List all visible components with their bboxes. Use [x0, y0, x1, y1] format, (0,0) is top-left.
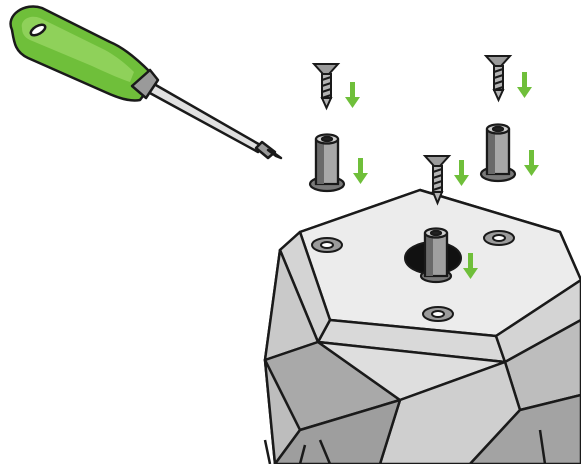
arrow-screw-center [454, 160, 469, 186]
arrow-screw-left [345, 82, 360, 108]
arrow-insert-left [353, 158, 368, 184]
arrow-screw-right [517, 72, 532, 98]
threaded-insert-icon [310, 125, 515, 192]
insert-left [310, 135, 344, 192]
screwdriver-icon [11, 7, 281, 158]
faceted-base-icon [265, 190, 581, 464]
screw-left [314, 64, 338, 108]
screw-right [486, 56, 510, 100]
arrow-insert-right [524, 150, 539, 176]
threaded-insert-icon [421, 229, 451, 283]
insert-right [481, 125, 515, 182]
